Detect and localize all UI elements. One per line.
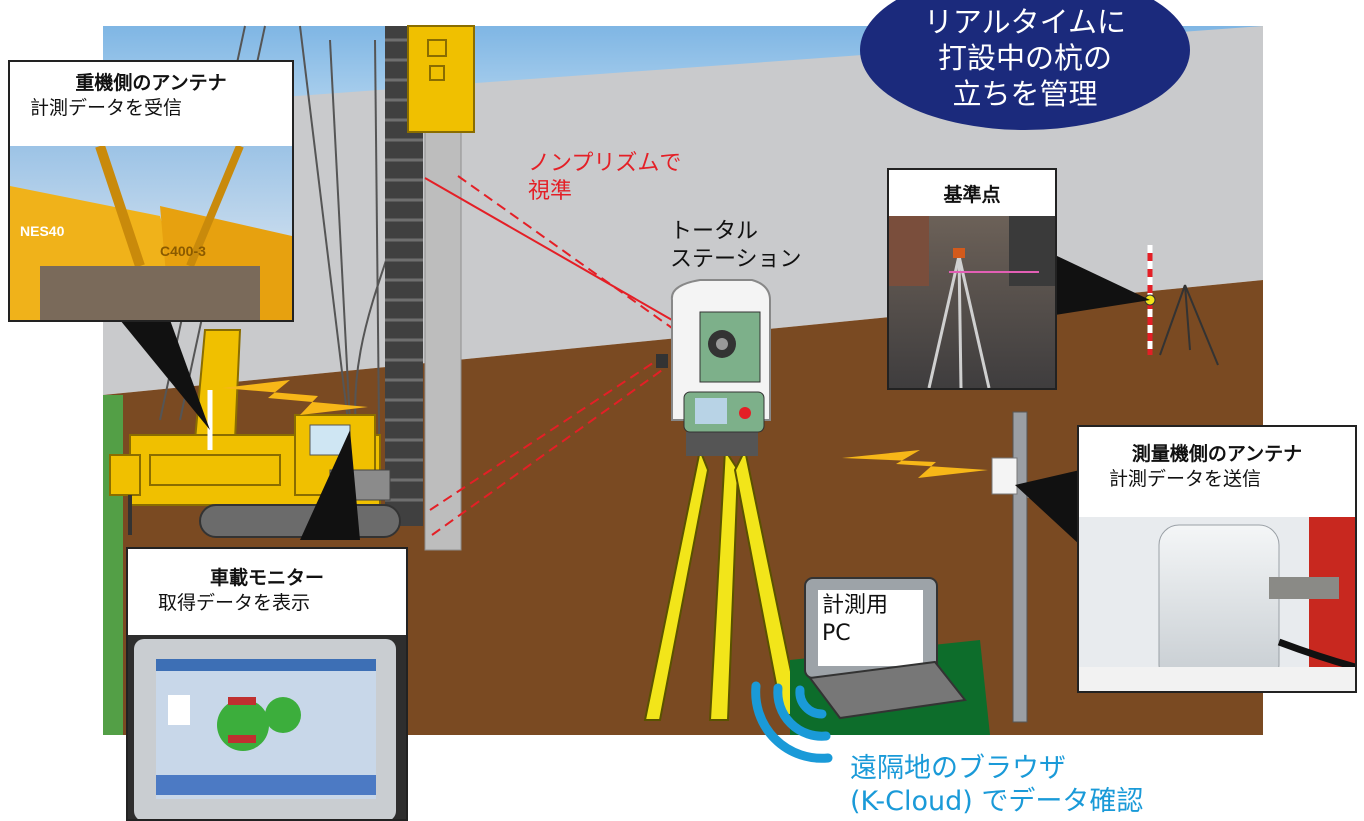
survey-antenna-photo	[1079, 517, 1355, 691]
pc-screen-label: 計測用 PC	[822, 593, 889, 646]
callout-pointers	[120, 255, 1150, 545]
callout-reference-point: 基準点	[887, 168, 1057, 390]
callout-subtitle: 取得データを表示	[158, 592, 311, 614]
wireless-signal-machine	[222, 380, 368, 415]
cloud-label: 遠隔地のブラウザ (K-Cloud) でデータ確認	[850, 753, 1144, 817]
reference-point-photo	[889, 216, 1055, 388]
callout-title: 測量機側のアンテナ	[1131, 443, 1303, 465]
total-station	[643, 279, 802, 721]
nonprism-label: ノンプリズムで 視準	[528, 151, 682, 204]
machine-mark-text: NES40	[20, 223, 65, 239]
cloud-signal-icon	[751, 681, 833, 763]
callout-survey-antenna: 測量機側のアンテナ 計測データを送信	[1077, 425, 1357, 693]
callout-subtitle: 計測データを送信	[1109, 468, 1262, 490]
callout-title: 重機側のアンテナ	[75, 72, 227, 94]
callout-heavy-antenna: 重機側のアンテナ 計測データを受信 NES40 C400-3	[8, 60, 294, 322]
headline-text: リアルタイムに 打設中の杭の 立ちを管理	[923, 5, 1127, 111]
machine-model-text: C400-3	[160, 243, 206, 259]
vehicle-monitor-photo	[128, 635, 406, 819]
headline-bubble: リアルタイムに 打設中の杭の 立ちを管理	[860, 0, 1190, 130]
total-station-label: トータル ステーション	[670, 219, 802, 272]
pile	[407, 25, 475, 551]
survey-laptop	[790, 577, 990, 735]
machine-antenna-photo: NES40 C400-3	[10, 146, 292, 320]
callout-subtitle: 計測データを受信	[30, 97, 183, 119]
wireless-signal-antenna	[842, 450, 988, 478]
callout-title: 基準点	[943, 184, 1001, 206]
callout-title: 車載モニター	[209, 567, 324, 589]
laser-sight-lines	[424, 175, 673, 536]
callout-vehicle-monitor: 車載モニター 取得データを表示	[126, 547, 408, 821]
